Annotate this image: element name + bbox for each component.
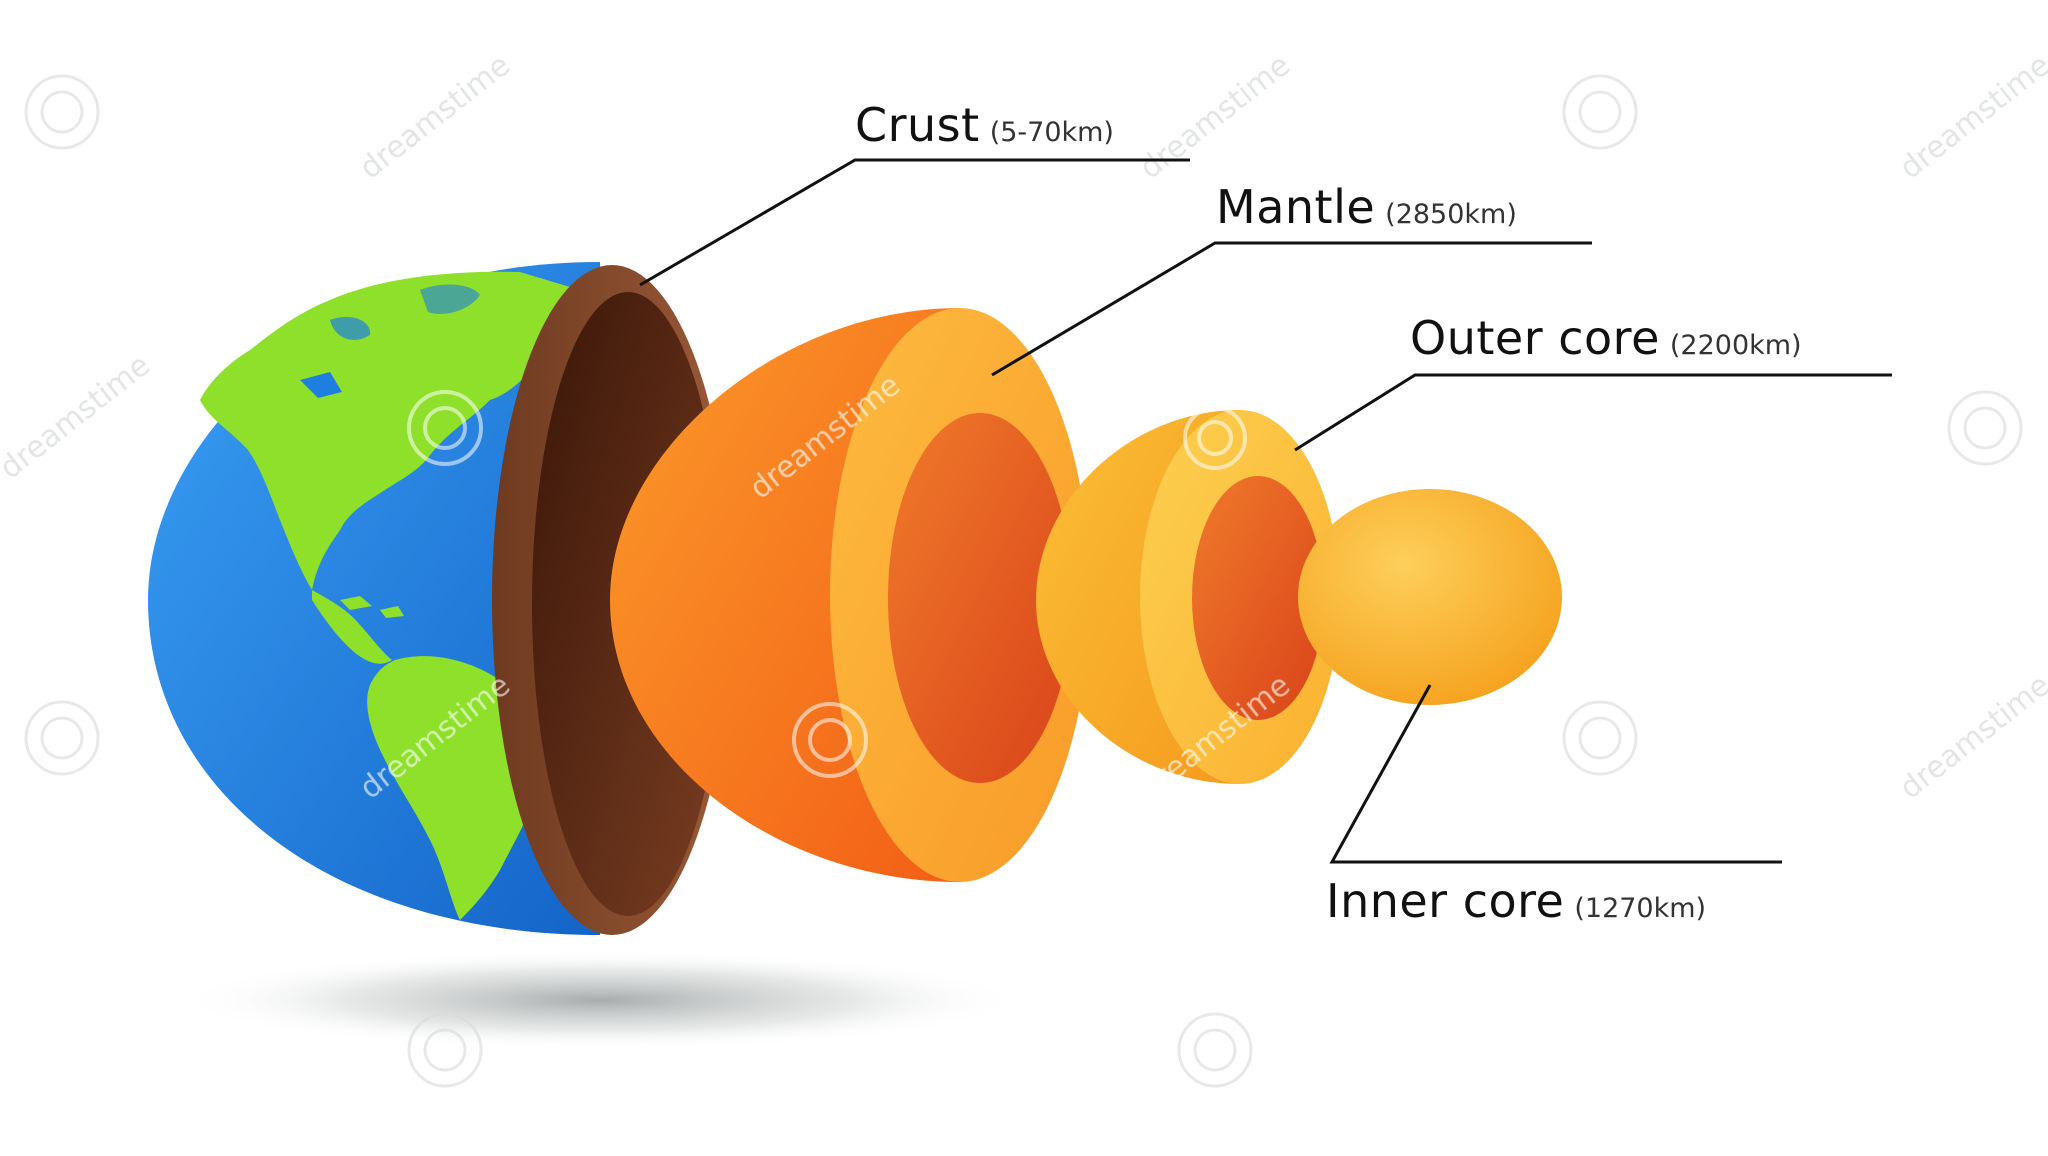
- mantle-cavity: [888, 413, 1072, 783]
- outer-core-label-name: Outer core: [1410, 311, 1660, 365]
- inner-core-sphere: [1298, 489, 1562, 705]
- central-america-land: [312, 590, 392, 664]
- watermark-text: dreamstime: [353, 48, 517, 187]
- watermark-text: dreamstime: [0, 348, 157, 487]
- watermark-logos: [407, 390, 1247, 778]
- mantle-layer: [610, 308, 1090, 882]
- north-america-land: [200, 271, 580, 590]
- floor-shadow: [180, 950, 1020, 1050]
- outer-core-label-thickness: (2200km): [1669, 330, 1802, 361]
- caribbean-island: [380, 606, 404, 618]
- outer-core-label: Outer core(2200km): [1410, 315, 1802, 361]
- inner-core-label: Inner core(1270km): [1326, 878, 1706, 924]
- crust-label: Crust(5-70km): [855, 102, 1114, 148]
- inner-core-label-thickness: (1270km): [1574, 893, 1707, 924]
- crust-label-name: Crust: [855, 98, 980, 152]
- mantle-leader-line: [991, 241, 1592, 377]
- leader-lines: [639, 158, 1892, 864]
- inner-core-label-name: Inner core: [1326, 874, 1565, 928]
- watermark-text: dreamstime: [1893, 668, 2048, 807]
- south-america-land: [367, 656, 541, 920]
- lake-shape: [420, 284, 480, 315]
- mantle-label: Mantle(2850km): [1216, 184, 1517, 230]
- crust-leader-line: [639, 158, 1190, 287]
- watermark-text: dreamstime: [1893, 48, 2048, 187]
- outer-core-cavity: [1192, 476, 1324, 720]
- watermark-logos-bg: [24, 74, 2023, 1088]
- outer-core-leader-line: [1294, 373, 1892, 452]
- mantle-label-name: Mantle: [1216, 180, 1376, 234]
- caribbean-island: [340, 596, 372, 610]
- outer-core-layer: [1036, 410, 1340, 784]
- crust-label-thickness: (5-70km): [989, 117, 1114, 148]
- lake-shape: [330, 316, 371, 340]
- watermark-text: dreamstime: [1133, 48, 1297, 187]
- earth-globe: [148, 262, 600, 935]
- lake-shape: [300, 372, 342, 398]
- inner-core-leader-line: [1329, 684, 1782, 864]
- mantle-label-thickness: (2850km): [1385, 199, 1517, 230]
